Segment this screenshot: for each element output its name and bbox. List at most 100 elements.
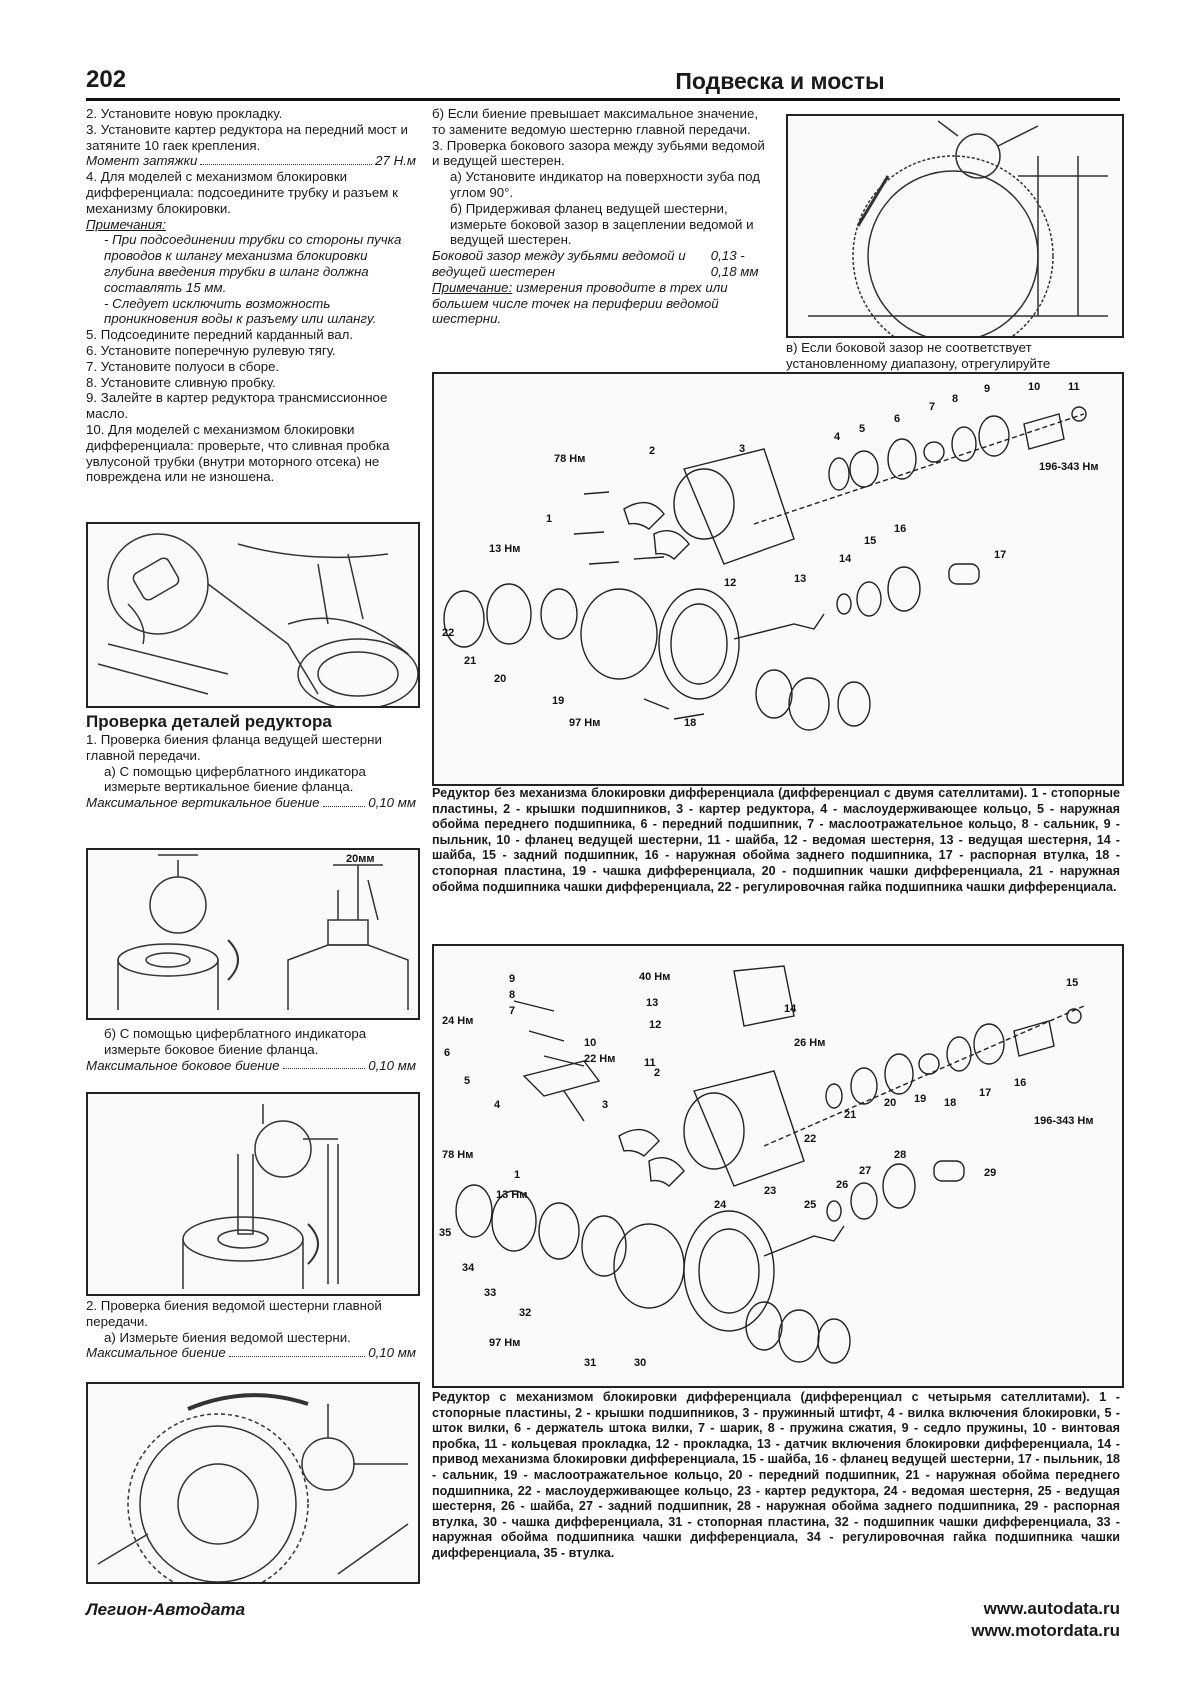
part-label-2: 2 xyxy=(649,445,655,457)
paragraph: а) Установите индикатор на поверхности з… xyxy=(450,169,760,200)
torque-label-24: 24 Нм xyxy=(442,1015,473,1027)
section-title: Проверка деталей редуктора xyxy=(86,712,332,731)
diagram2-caption: Редуктор с механизмом блокировки диффере… xyxy=(432,1390,1120,1560)
part-label-26: 26 xyxy=(836,1179,848,1191)
paragraph: 7. Установите полуоси в сборе. xyxy=(86,358,280,374)
note-item: - Следует исключить возможность проникно… xyxy=(104,295,377,327)
exploded-view-lock-drawing: 1 2 3 4 5 6 7 8 9 10 11 12 13 14 15 16 1… xyxy=(439,965,1094,1369)
footer-url-2[interactable]: www.motordata.ru xyxy=(971,1621,1120,1640)
part-label-16: 16 xyxy=(894,523,906,535)
figure-ring-gear-runout xyxy=(86,1382,420,1584)
header-rule xyxy=(86,98,1120,101)
part-label-35: 35 xyxy=(439,1227,451,1239)
part-label-4: 4 xyxy=(834,431,841,443)
torque-label-196-343: 196-343 Нм xyxy=(1034,1115,1094,1127)
part-label-5: 5 xyxy=(859,423,865,435)
part-label-19: 19 xyxy=(552,695,564,707)
part-label-5: 5 xyxy=(464,1075,470,1087)
part-label-17: 17 xyxy=(979,1087,991,1099)
torque-label-13: 13 Нм xyxy=(489,543,520,555)
paragraph: а) Измерьте биения ведомой шестерни. xyxy=(104,1329,351,1345)
spec-value: 0,10 мм xyxy=(368,795,416,811)
part-label-21: 21 xyxy=(844,1109,856,1121)
torque-label-97: 97 Нм xyxy=(569,717,600,729)
col1-inspection-text: Проверка деталей редуктора 1. Проверка б… xyxy=(86,712,416,811)
part-label-16: 16 xyxy=(1014,1077,1026,1089)
part-label-8: 8 xyxy=(509,989,515,1001)
figure-tube-connection xyxy=(86,522,420,708)
part-label-8: 8 xyxy=(952,393,958,405)
part-label-17: 17 xyxy=(994,549,1006,561)
part-label-6: 6 xyxy=(894,413,900,425)
part-label-19: 19 xyxy=(914,1093,926,1105)
part-label-13: 13 xyxy=(794,573,806,585)
paragraph: 5. Подсоедините передний карданный вал. xyxy=(86,327,354,343)
part-label-20: 20 xyxy=(494,673,506,685)
spec-label: Боковой зазор между зубьями ведомой и ве… xyxy=(432,248,686,279)
part-label-23: 23 xyxy=(764,1185,776,1197)
paragraph: 6. Установите поперечную рулевую тягу. xyxy=(86,342,336,358)
magnifier-circle xyxy=(107,533,209,635)
dimension-label: 20мм xyxy=(346,853,375,865)
torque-label-78: 78 Нм xyxy=(554,453,585,465)
part-label-11: 11 xyxy=(1068,381,1080,393)
paragraph: 9. Залейте в картер редуктора трансмисси… xyxy=(86,390,388,422)
col1-top-text: 2. Установите новую прокладку. 3. Устано… xyxy=(86,106,416,485)
page-number: 202 xyxy=(86,66,127,93)
part-label-15: 15 xyxy=(1066,977,1078,989)
part-label-15: 15 xyxy=(864,535,876,547)
figure-backlash xyxy=(786,114,1124,338)
paragraph: 2. Установите новую прокладку. xyxy=(86,106,283,121)
note-text: измерения проводите в трех или большем ч… xyxy=(432,279,728,327)
exploded-view-drawing: 1 2 3 4 5 6 7 8 9 10 11 12 13 14 15 16 1… xyxy=(442,381,1099,731)
part-label-32: 32 xyxy=(519,1307,531,1319)
footer-urls: www.autodata.ru www.motordata.ru xyxy=(840,1598,1120,1642)
part-label-7: 7 xyxy=(509,1005,515,1017)
note-heading: Примечания: xyxy=(86,216,166,232)
part-label-7: 7 xyxy=(929,401,935,413)
vertical-runout-drawing: 20мм xyxy=(117,853,409,1010)
paragraph: 3. Проверка бокового зазора между зубьям… xyxy=(432,137,765,169)
part-label-33: 33 xyxy=(484,1287,496,1299)
part-label-22: 22 xyxy=(804,1133,816,1145)
paragraph: 3. Установите картер редуктора на передн… xyxy=(86,121,408,153)
part-label-1: 1 xyxy=(514,1169,520,1181)
torque-label-26: 26 Нм xyxy=(794,1037,825,1049)
part-label-27: 27 xyxy=(859,1165,871,1177)
spec-label: Максимальное биение xyxy=(86,1345,226,1361)
paragraph: а) С помощью циферблатного индикатора из… xyxy=(104,763,366,795)
part-label-20: 20 xyxy=(884,1097,896,1109)
part-label-11: 11 xyxy=(644,1057,656,1069)
torque-value: 27 Н.м xyxy=(375,153,416,169)
part-label-21: 21 xyxy=(464,655,476,667)
torque-label-22: 22 Нм xyxy=(584,1053,615,1065)
paragraph: б) С помощью циферблатного индикатора из… xyxy=(104,1026,367,1057)
part-label-12: 12 xyxy=(724,577,736,589)
figure-lateral-runout xyxy=(86,1092,420,1296)
torque-label-97: 97 Нм xyxy=(489,1337,520,1349)
col3-text: в) Если боковой зазор не соответствует у… xyxy=(786,340,1120,372)
paragraph: б) Придерживая фланец ведущей шестерни, … xyxy=(450,200,754,248)
ring-gear-drawing xyxy=(97,1393,409,1582)
publisher-name: Легион-Автодата xyxy=(86,1600,246,1619)
part-label-12: 12 xyxy=(649,1019,661,1031)
part-label-34: 34 xyxy=(462,1262,475,1274)
part-label-14: 14 xyxy=(839,553,852,565)
spec-value: 0,10 мм xyxy=(368,1057,416,1073)
diagram1-caption: Редуктор без механизма блокировки диффер… xyxy=(432,786,1120,894)
torque-label-13: 13 Нм xyxy=(496,1189,527,1201)
page-title: Подвеска и мосты xyxy=(675,68,885,94)
backlash-drawing xyxy=(808,120,1108,336)
part-label-13: 13 xyxy=(646,997,658,1009)
part-label-18: 18 xyxy=(684,717,696,729)
part-label-3: 3 xyxy=(739,443,745,455)
tube-connection-drawing xyxy=(97,533,418,706)
paragraph: 1. Проверка биения фланца ведущей шестер… xyxy=(86,732,382,763)
part-label-9: 9 xyxy=(509,973,515,985)
paragraph: 2. Проверка биения ведомой шестерни глав… xyxy=(86,1298,382,1329)
col1-ring-gear-text: 2. Проверка биения ведомой шестерни глав… xyxy=(86,1298,416,1361)
footer-url-1[interactable]: www.autodata.ru xyxy=(983,1599,1120,1618)
